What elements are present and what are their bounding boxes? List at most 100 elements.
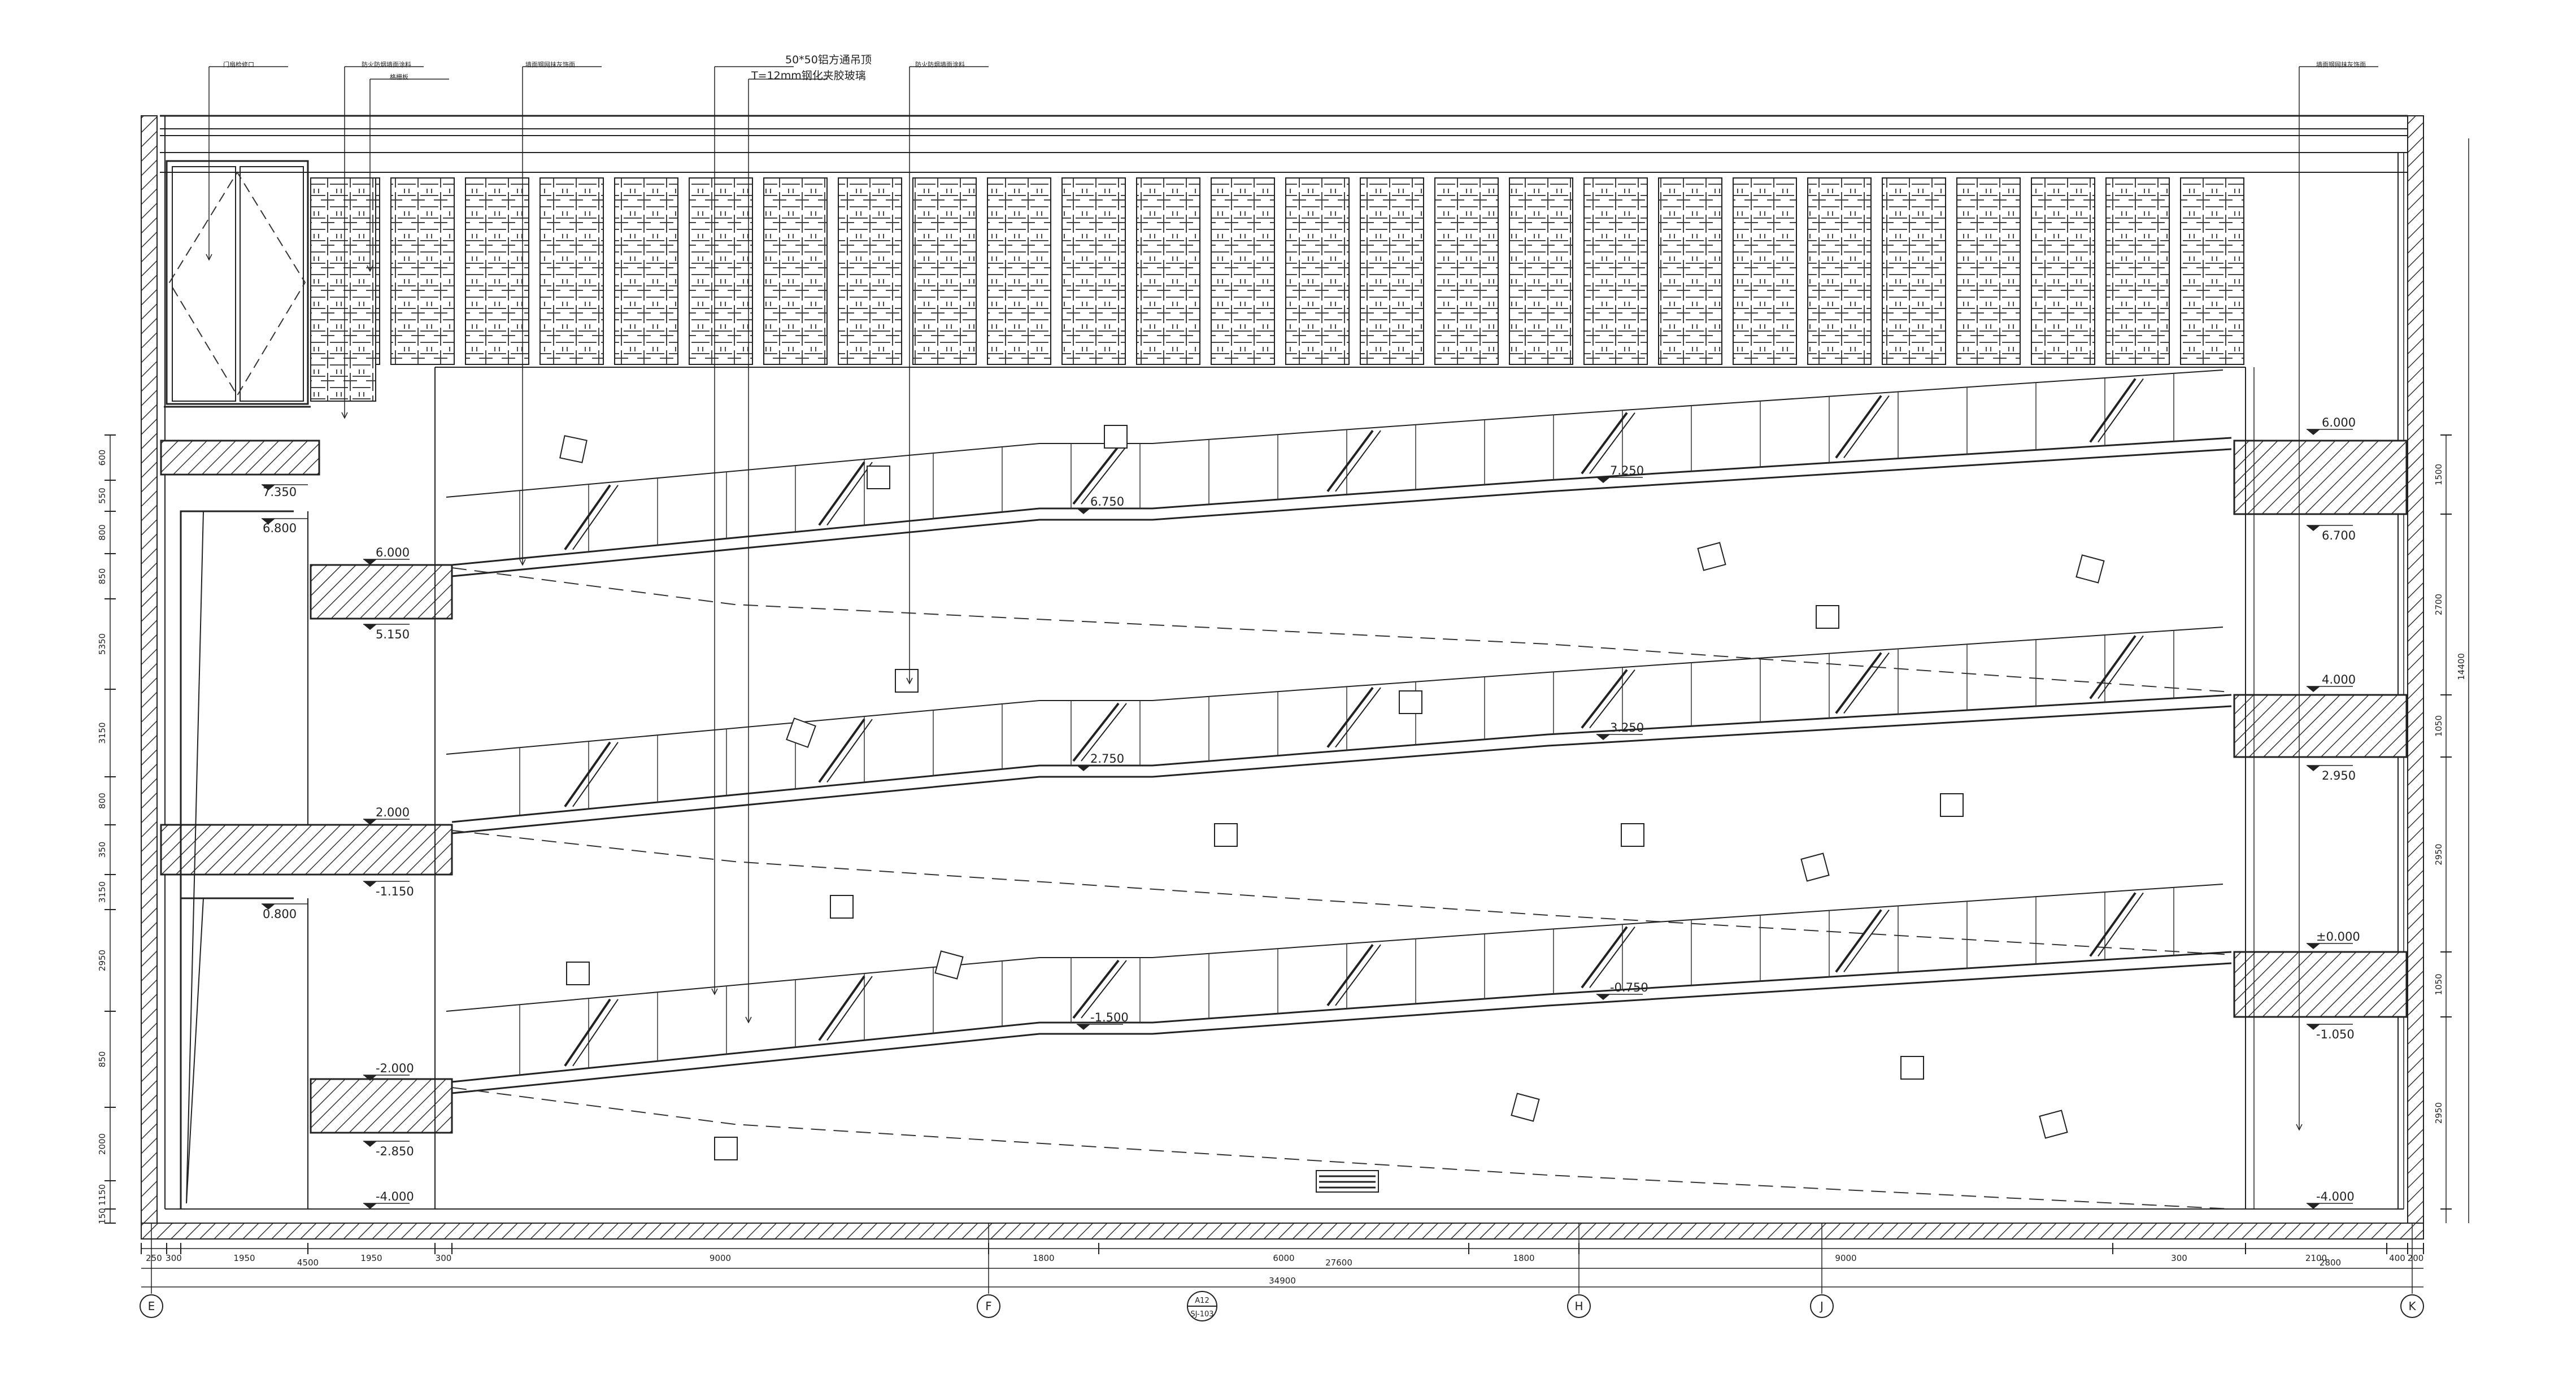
glass-reflection [1072,445,1120,505]
dim-bottom-total: 2800 [2320,1258,2341,1268]
elev-right-6700: 6.700 [2322,529,2356,542]
tile-marker [1697,542,1726,571]
dim-right-label: 1500 [2434,464,2444,485]
elev-right-m1050: -1.050 [2316,1028,2355,1041]
glass-reflection [826,719,873,783]
glass-reflection [2098,892,2144,957]
glass-reflection [1335,430,1381,492]
elevation-triangle [1077,1024,1090,1030]
dim-bottom-label: 400 [2389,1253,2405,1263]
tile-marker [1214,823,1238,847]
glass-reflection [2089,892,2136,957]
tile-marker [2039,1110,2068,1139]
elev-right-2950: 2.950 [2322,769,2356,782]
elev-left-0800: 0.800 [263,907,297,921]
dim-right-label: 2950 [2434,1102,2444,1124]
elevation-triangle [1077,766,1090,771]
elev-esc-6750: 6.750 [1090,495,1124,508]
section-marker-num: A12 [1195,1297,1209,1305]
tile-marker [895,669,919,693]
grille-panel [465,177,529,365]
glass-reflection [572,485,619,550]
grid-axis-label: F [985,1299,992,1313]
tile-marker [559,435,588,463]
elevation-triangle [363,1203,377,1209]
grille-panel [689,177,753,365]
dim-left-label: 5350 [97,633,107,655]
elev-left-5150: 5.150 [376,628,410,641]
elevation-triangle [1596,994,1610,1000]
glass-reflection [818,461,865,526]
dim-right-label: 1050 [2434,715,2444,737]
elevation-triangle [2307,525,2320,531]
glass-reflection [1081,446,1127,505]
dim-bottom-label: 1950 [360,1253,382,1263]
glass-reflection [1835,395,1882,459]
dim-bottom-label: 9000 [710,1253,731,1263]
grille-panel [1956,177,2021,365]
tile-marker [786,717,816,748]
grille-panel [1211,177,1275,365]
grid-axis-bubble [1810,1294,1834,1318]
elev-right-0000: ±0.000 [2316,930,2360,943]
callout-fire-coating-1: 防火防烟墙面涂料 [362,60,411,68]
dimension-chain-left: 6005508008505350315080035031502950850200… [97,434,116,1224]
grille-panel [310,177,376,402]
glass-reflection [572,742,619,807]
dim-bottom-total: 4500 [297,1258,319,1268]
elev-right-6000: 6.000 [2322,416,2356,429]
dim-left-label: 550 [97,488,107,504]
glass-reflection [1326,686,1374,748]
escalator-middle [446,627,2232,955]
dim-left-label: 2000 [97,1133,107,1155]
glass-reflection [1835,652,1882,714]
glass-reflection [1589,412,1635,474]
tile-marker [1940,793,1964,817]
access-door [164,160,311,408]
tile-marker [2075,554,2105,584]
grille-panel [1733,177,1797,365]
dim-left-label: 150 [97,1208,107,1224]
glass-reflection [1581,412,1628,475]
grille-panel [2031,177,2095,365]
dim-bottom-label: 300 [436,1253,452,1263]
glass-reflection [1081,703,1127,762]
elev-left-2000: 2.000 [376,806,410,819]
section-marker: A12 SJ-103 [1187,1291,1217,1321]
callouts: 门扇检修口 防火防烟墙面涂料 格栅板 墙面钢网抹灰饰面 50*50铝方通吊顶 T… [223,54,2366,82]
elev-left-m2000: -2.000 [376,1062,414,1075]
glass-reflection [1589,669,1635,729]
elev-right-m4000: -4.000 [2316,1190,2355,1203]
tile-marker [1900,1056,1924,1080]
glass-reflection [818,718,865,783]
elevation-triangle [262,485,275,490]
callout-access-door: 门扇检修口 [223,60,254,68]
elevation-triangle [2307,429,2320,435]
elev-left-m2850: -2.850 [376,1145,414,1158]
elev-esc-m1500: -1.500 [1090,1011,1129,1024]
elevation-triangle [262,519,275,524]
grille-panel [1583,177,1648,365]
elevation-triangle [2307,1203,2320,1209]
grille-panel [1882,177,1946,365]
elevation-triangle [363,1141,377,1147]
elevation-triangle [1596,477,1610,483]
elevation-triangle [262,904,275,910]
callout-aluminum-ceiling: 50*50铝方通吊顶 [785,54,872,66]
glass-reflection [818,975,865,1041]
dim-bottom-total: 27600 [1325,1258,1352,1268]
elev-esc-m0750: -0.750 [1610,981,1648,994]
elev-esc-7250: 7.250 [1610,464,1644,477]
grille-panel [912,177,977,365]
glass-reflection [2089,378,2136,443]
elev-left-m1150: -1.150 [376,885,414,898]
dim-right-label: 2950 [2434,843,2444,865]
dim-right-label: 14400 [2456,653,2466,680]
callout-plaster-2: 墙面钢网抹灰饰面 [2316,60,2366,68]
grille-panel [2180,177,2244,365]
glass-reflection [1326,429,1374,493]
dim-left-label: 800 [97,524,107,541]
elev-esc-3250: 3.250 [1610,721,1644,734]
